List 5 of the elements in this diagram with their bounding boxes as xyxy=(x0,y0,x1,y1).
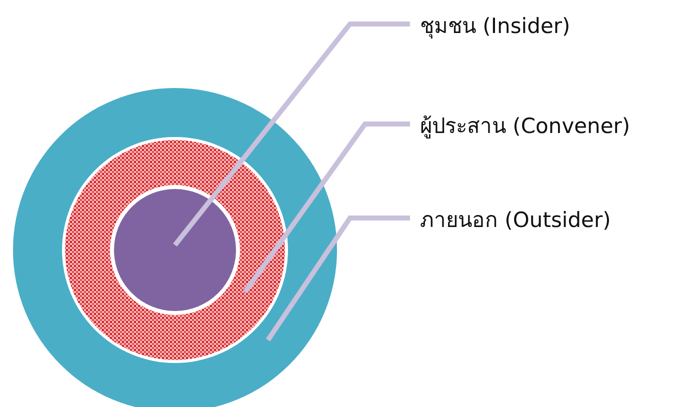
ring-label: ชุมชน (Insider) xyxy=(420,12,570,40)
ring-label: ผู้ประสาน (Convener) xyxy=(420,112,630,140)
leader-line xyxy=(242,122,410,294)
ring-label: ภายนอก (Outsider) xyxy=(420,206,611,234)
leader-line xyxy=(266,216,410,342)
